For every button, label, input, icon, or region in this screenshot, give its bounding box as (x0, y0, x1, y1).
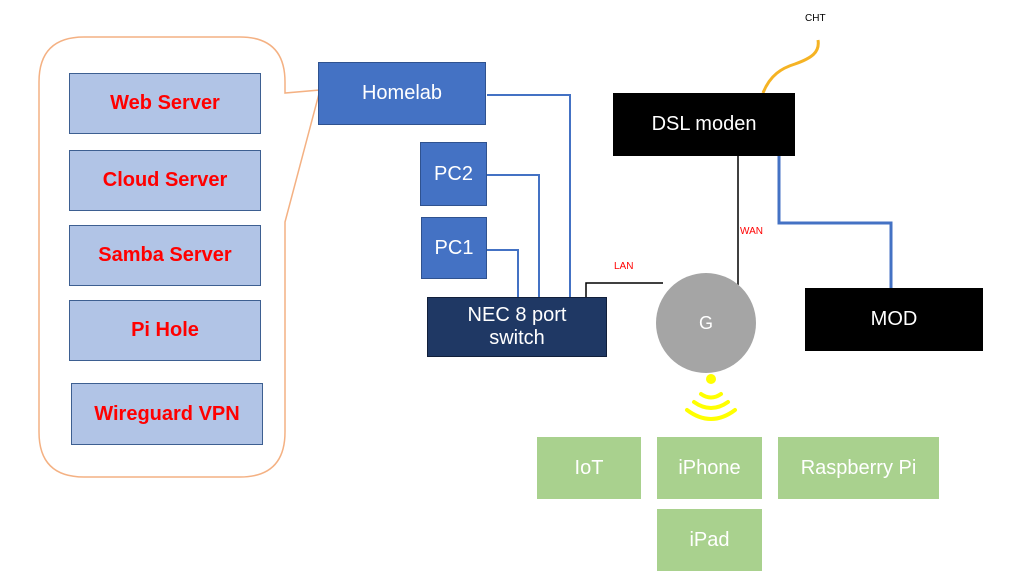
pc2-switch-link (487, 174, 540, 297)
homelab-node: Homelab (318, 62, 486, 125)
dsl-modem-node: DSL moden (613, 93, 795, 156)
pc1-node: PC1 (421, 217, 487, 279)
switch-label-line1: NEC 8 port (467, 304, 567, 326)
router-node: G (656, 273, 756, 373)
switch-label-line2: switch (489, 327, 545, 349)
device-iot: IoT (537, 437, 641, 499)
lan-label: LAN (614, 261, 634, 272)
pc1-switch-link (487, 249, 519, 297)
service-pi-hole: Pi Hole (69, 300, 261, 361)
mod-node: MOD (805, 288, 983, 351)
device-ipad: iPad (657, 509, 762, 571)
wifi-icon (685, 374, 737, 421)
mod-link (777, 156, 893, 288)
cht-cable (761, 39, 820, 94)
cht-label: CHT (805, 13, 826, 24)
device-iphone: iPhone (657, 437, 762, 499)
lan-link (585, 282, 663, 297)
wan-label: WAN (740, 226, 763, 237)
homelab-switch-link (487, 94, 571, 297)
service-samba-server: Samba Server (69, 225, 261, 286)
service-cloud-server: Cloud Server (69, 150, 261, 211)
service-wireguard-vpn: Wireguard VPN (71, 383, 263, 445)
device-raspberry-pi: Raspberry Pi (778, 437, 939, 499)
pc2-node: PC2 (420, 142, 487, 206)
switch-node: NEC 8 port switch (427, 297, 607, 357)
service-web-server: Web Server (69, 73, 261, 134)
